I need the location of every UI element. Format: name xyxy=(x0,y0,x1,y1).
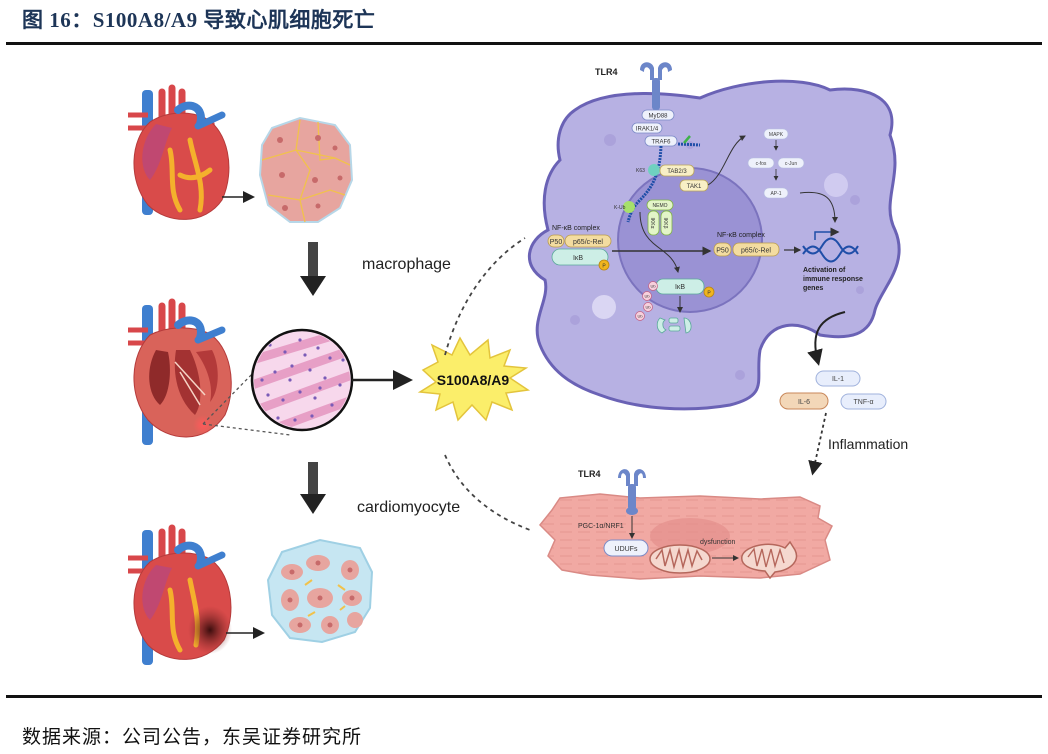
cardiomyocyte-tlr4-label: TLR4 xyxy=(578,469,601,479)
ub-3: Ub xyxy=(645,305,651,310)
dysfunction-label: dysfunction xyxy=(700,539,736,546)
nemo-label: NEMO xyxy=(653,203,668,209)
ub-1: Ub xyxy=(650,284,656,289)
ubiquitin-chain-icon xyxy=(677,135,701,147)
ikk-beta-label: IKKβ xyxy=(662,218,668,229)
udufs-label: UDUFs xyxy=(615,546,638,553)
source-note: 数据来源：公司公告，东吴证券研究所 xyxy=(22,727,363,748)
activation-line-3: genes xyxy=(803,285,823,292)
inflamed-heart xyxy=(128,298,232,445)
irak14-label: IRAK1/4 xyxy=(636,127,659,133)
macrophage-connector xyxy=(444,237,526,356)
ikb-degraded-label: IκB xyxy=(675,284,685,291)
ub-4: Ub xyxy=(637,314,643,319)
nfkb-nucleus-title: NF-κB complex xyxy=(717,232,765,239)
nucleus-p50-label: P50 xyxy=(716,248,729,255)
nfkb-cytoplasm-complex: P50 p65/c-Rel IκB P xyxy=(547,234,612,271)
s100a8-a9-starburst: S100A8/A9 xyxy=(417,336,531,422)
myd88-label: MyD88 xyxy=(648,114,668,120)
healthy-mitochondrion-icon xyxy=(649,544,711,574)
mapk-label: MAPK xyxy=(769,132,784,138)
inflammation-arrow xyxy=(808,412,827,476)
stage-arrow-1 xyxy=(300,242,326,296)
ikk-complex: NEMO IKKα IKKβ xyxy=(646,199,674,236)
bottom-rule xyxy=(6,695,1042,698)
ikb-fragments-icon xyxy=(656,317,692,334)
ub-2: Ub xyxy=(644,294,650,299)
c-fos-label: c-fos xyxy=(756,161,767,167)
adaptor-stack: MyD88 IRAK1/4 TRAF6 xyxy=(631,109,678,147)
macrophage-tlr4-label: TLR4 xyxy=(595,67,618,77)
damaged-mitochondrion-icon xyxy=(741,540,798,580)
tak1-to-mapk-arrow xyxy=(707,135,746,186)
cardiomyocyte-connector xyxy=(444,454,531,531)
healthy-heart xyxy=(128,84,230,220)
phospho-label: P xyxy=(602,264,606,270)
macrophage-label: macrophage xyxy=(362,256,451,273)
tak1-label: TAK1 xyxy=(687,184,702,190)
k63-marker-icon xyxy=(648,164,660,176)
tak-complex: TAB2/3 TAK1 xyxy=(659,164,709,192)
nucleus-p65-label: p65/c-Rel xyxy=(741,248,771,255)
il1-label: IL-1 xyxy=(832,376,844,383)
dna-helix-icon xyxy=(802,227,859,263)
s100a8-a9-label: S100A8/A9 xyxy=(437,372,510,388)
macrophage-cell xyxy=(527,79,901,411)
ikk-alpha-label: IKKα xyxy=(649,218,655,229)
p65-label: p65/c-Rel xyxy=(573,239,603,246)
k-ub-label: K-Ub xyxy=(614,205,626,211)
tnf-alpha-label: TNF-α xyxy=(854,399,874,406)
nfkb-cytoplasm-title: NF-κB complex xyxy=(552,225,600,232)
cytokine-release-arrow xyxy=(807,311,846,366)
il6-label: IL-6 xyxy=(798,399,810,406)
figure-title: 图 16：S100A8/A9 导致心肌细胞死亡 xyxy=(22,8,376,32)
inflammation-label: Inflammation xyxy=(828,436,908,452)
ap1-label: AP-1 xyxy=(770,191,781,197)
top-rule xyxy=(6,42,1042,45)
p50-label: P50 xyxy=(550,239,563,246)
ikb-degradation: IκB P Ub Ub Ub Ub xyxy=(635,278,715,334)
ikb-phospho-label: P xyxy=(707,291,711,297)
mapk-pathway: MAPK c-fos c-Jun AP-1 xyxy=(747,128,805,199)
polyubiquitin-chain xyxy=(626,145,663,223)
tab23-label: TAB2/3 xyxy=(667,169,687,175)
infiltrated-myocardium-tissue xyxy=(250,328,354,432)
udufs-box: UDUFs xyxy=(603,539,649,557)
ikk-to-ikb-arrow xyxy=(639,211,680,273)
infarcted-heart xyxy=(128,524,232,665)
magnifier-lines xyxy=(202,367,291,436)
traf6-label: TRAF6 xyxy=(651,140,671,146)
pgc1a-nrf1-label: PGC-1α/NRF1 xyxy=(578,523,624,530)
activation-line-1: Activation of xyxy=(803,267,846,274)
cardiomyocyte-tlr4-receptor-icon xyxy=(618,469,646,515)
activation-line-2: immune response xyxy=(803,276,863,283)
stage-arrow-2 xyxy=(300,462,326,514)
macrophage-tlr4-receptor-icon xyxy=(640,62,672,110)
fibrotic-myocardium-tissue xyxy=(266,538,374,644)
cytokines: IL-1 IL-6 TNF-α xyxy=(779,370,887,410)
c-jun-label: c-Jun xyxy=(785,161,797,167)
activation-text: Activation of immune response genes xyxy=(803,267,863,292)
ikb-label: IκB xyxy=(573,255,583,262)
healthy-myocardium-tissue xyxy=(258,116,354,223)
cardiomyocyte-label: cardiomyocyte xyxy=(357,499,460,516)
ap1-to-dna-arrow xyxy=(799,191,838,223)
k63-label: K63 xyxy=(636,168,645,174)
nfkb-nucleus-complex: P50 p65/c-Rel xyxy=(713,242,780,257)
k-ub-marker-icon xyxy=(623,201,635,213)
